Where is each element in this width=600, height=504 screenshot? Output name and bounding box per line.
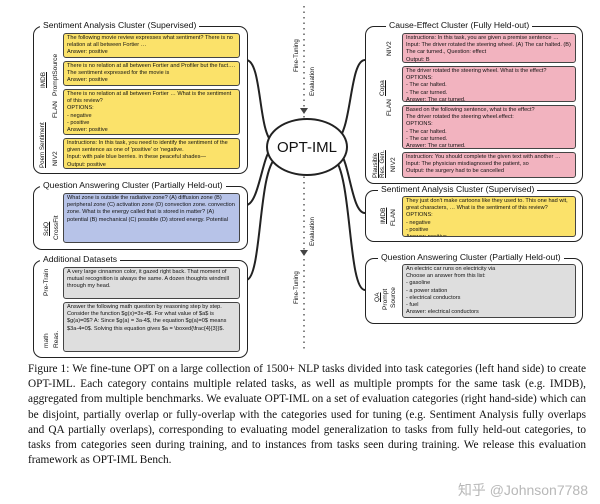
sciq-label: SciQ (43, 222, 51, 236)
cause-card-4: Instruction: You should complete the giv… (402, 152, 576, 178)
qa-text: QA (374, 292, 381, 302)
left-sentiment-card-4: Instructions: In this task, you need to … (63, 138, 240, 169)
flan-label-right: FLAN (386, 99, 393, 116)
watermark: 知乎 @Johnson7788 (457, 482, 588, 498)
crossfit-label: CrossFit (53, 215, 60, 240)
cause-card-1: Instructions: In this task, you are give… (402, 33, 576, 63)
connector-right-top (337, 59, 366, 141)
finetuning-label-lower: Fine-Tuning (293, 271, 300, 304)
cause-card-2: The driver rotated the steering wheel. W… (402, 66, 576, 102)
right-qa-card: An electric car runs on electricity via … (402, 264, 576, 318)
connector-left-top (245, 59, 273, 143)
left-sentiment-card-3: There is no relation at all between Fort… (63, 89, 240, 135)
copa-text: Copa (379, 80, 386, 96)
plausible-text: Plausible (372, 152, 379, 178)
cause-effect-title: Cause-Effect Cluster (Fully Held-out) (386, 20, 533, 30)
figure-caption: Figure 1: We fine-tune OPT on a large co… (28, 363, 586, 467)
right-sentiment-title: Sentiment Analysis Cluster (Supervised) (378, 184, 538, 194)
resgen-text: Res. Gen. (379, 150, 386, 178)
pretrain-card: A very large cinnamon color, it gazed ri… (63, 267, 240, 299)
additional-title: Additional Datasets (40, 254, 121, 264)
right-sentiment-card: They just don't make cartoons like they … (402, 196, 576, 237)
qa-label: QA (374, 292, 382, 302)
arrow-down-lower (300, 250, 308, 256)
evaluation-label-lower: Evaluation (309, 217, 316, 246)
left-sentiment-card-1: The following movie review expresses wha… (63, 33, 240, 58)
poem-sentiment-label: Poem Sentiment (39, 122, 47, 168)
imdb-right-text: IMDB (380, 207, 387, 224)
copa-label: Copa (379, 80, 387, 96)
niv2b-label-right: NIV2 (390, 157, 397, 172)
resgen-label: Res. Gen. (379, 150, 387, 178)
sciq-text: SciQ (43, 221, 50, 236)
source-label: Source (390, 287, 397, 308)
evaluation-label-upper: Evaluation (309, 67, 316, 96)
imdb-label: IMDB (40, 72, 48, 88)
connector-left-bottom (245, 157, 277, 281)
imdb-label-right: IMDB (380, 208, 388, 224)
imdb-label-text: IMDB (40, 72, 47, 88)
prompt-label: Prompt (382, 288, 389, 310)
promptsource-label: PromptSource (52, 53, 59, 96)
left-sentiment-title: Sentiment Analysis Cluster (Supervised) (40, 20, 200, 30)
left-qa-title: Question Answering Cluster (Partially He… (40, 180, 226, 190)
math-card: Answer the following math question by re… (63, 302, 240, 352)
opt-iml-node: OPT-IML (266, 118, 348, 176)
flan-label-right-2: FLAN (390, 209, 397, 226)
flan-label-left: FLAN (52, 101, 59, 118)
left-sentiment-card-2: There is no relation at all between Fort… (63, 61, 240, 86)
cause-card-3: Based on the following sentence, what is… (402, 105, 576, 149)
math-label: math (43, 333, 50, 348)
niv2-label-left: NIV2 (52, 151, 59, 166)
left-qa-card: What zone is outside the radiative zone?… (63, 193, 240, 243)
pretrain-label: Pre-Train (43, 268, 50, 296)
reas-label: Reas. (53, 330, 60, 348)
finetuning-label-upper: Fine-Tuning (293, 39, 300, 72)
poem-sentiment-text: Poem Sentiment (39, 122, 46, 168)
opt-iml-title: OPT-IML (276, 138, 337, 156)
niv2-label-right: NIV2 (386, 41, 393, 56)
arrow-down-upper (300, 108, 308, 114)
connector-right-bottom (333, 157, 366, 291)
right-qa-title: Question Answering Cluster (Partially He… (378, 252, 564, 262)
